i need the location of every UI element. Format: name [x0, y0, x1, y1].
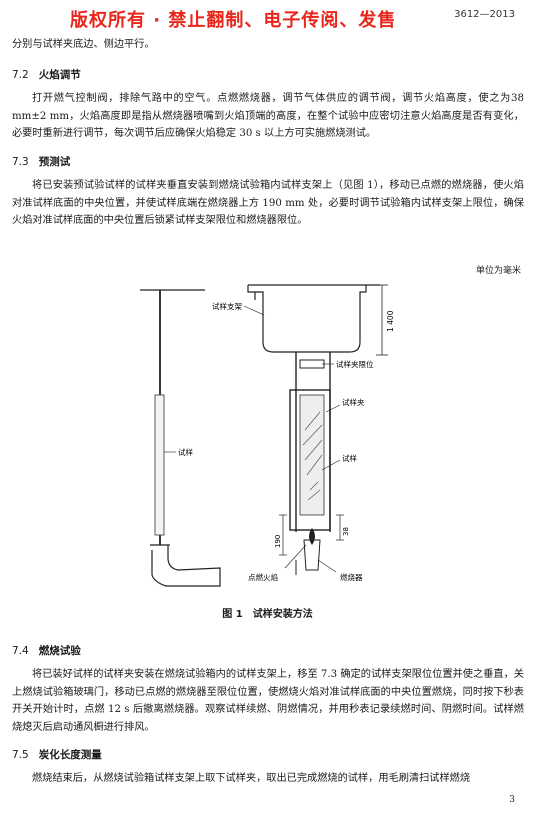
- left-specimen-strip: [154, 394, 165, 536]
- label-burner: 燃烧器: [340, 572, 363, 582]
- section-number: 7.2: [12, 69, 29, 81]
- section-number: 7.5: [12, 749, 29, 761]
- dim-1400-text: 1 400: [386, 310, 395, 332]
- section-7-3-body: 将已安装预试验试样的试样夹垂直安装到燃烧试验箱内试样支架上（见图 1），移动已点…: [12, 180, 524, 226]
- holder-limit-block: [299, 359, 325, 369]
- label-specimen-left: 试样: [178, 447, 193, 457]
- left-burner-tube: [151, 545, 221, 587]
- dim-38-text: 38: [342, 527, 350, 536]
- section-7-4-body: 将已装好试样的试样夹安装在燃烧试验箱内的试样支架上，移至 7.3 确定的试样支架…: [12, 669, 524, 733]
- unit-note: 单位为毫米: [475, 266, 521, 276]
- standard-number: 3612—2013: [454, 9, 515, 20]
- label-holder-limit: 试样夹限位: [336, 359, 374, 369]
- label-specimen-clamp: 试样夹: [342, 397, 365, 407]
- label-ignition-flame: 点燃火焰: [248, 572, 278, 582]
- section-title: 预测试: [38, 156, 71, 168]
- figure-caption: 图 1 试样安装方法: [222, 609, 313, 620]
- section-7-2-body: 打开燃气控制阀，排除气路中的空气。点燃燃烧器，调节气体供应的调节阀，调节火焰高度…: [12, 93, 524, 139]
- label-specimen-right: 试样: [342, 453, 357, 463]
- dim-190-text: 190: [274, 535, 282, 548]
- right-specimen: [299, 394, 325, 516]
- label-specimen-holder-support: 试样支架: [212, 301, 242, 311]
- section-title: 炭化长度测量: [38, 749, 102, 761]
- section-title: 火焰调节: [38, 69, 81, 81]
- section-number: 7.4: [12, 645, 29, 657]
- burner-body: [303, 539, 321, 571]
- section-7-5-heading: 7.5 炭化长度测量: [12, 747, 102, 762]
- flame-shape: [309, 528, 315, 545]
- section-7-3-heading: 7.3 预测试: [12, 154, 70, 169]
- section-title: 燃烧试验: [38, 645, 81, 657]
- page-number: 3: [509, 795, 515, 805]
- intro-paragraph: 分别与试样夹底边、侧边平行。: [12, 39, 155, 50]
- section-number: 7.3: [12, 156, 29, 168]
- right-support-bracket: [247, 285, 367, 353]
- section-7-5-body: 燃烧结束后，从燃烧试验箱试样支架上取下试样夹，取出已完成燃烧的试样，用毛刷清扫试…: [32, 773, 471, 784]
- specimen-clamp-frame: [289, 389, 331, 531]
- section-7-2-heading: 7.2 火焰调节: [12, 67, 81, 82]
- watermark-text: 版权所有 · 禁止翻制、电子传阅、发售: [70, 10, 397, 31]
- section-7-4-heading: 7.4 燃烧试验: [12, 643, 81, 658]
